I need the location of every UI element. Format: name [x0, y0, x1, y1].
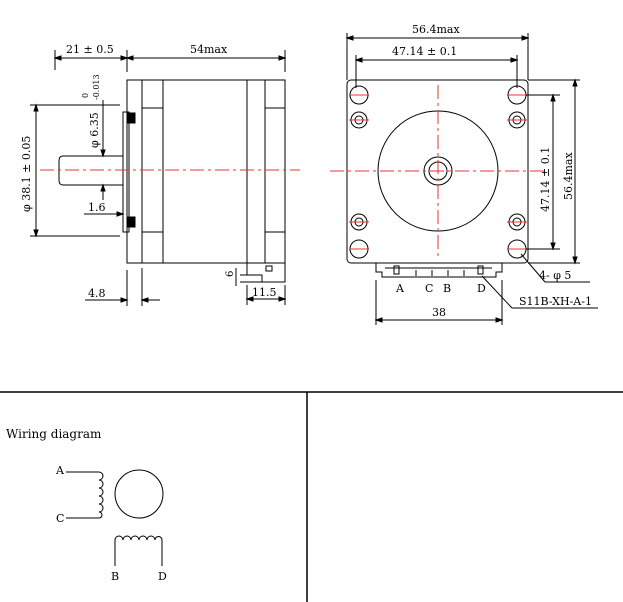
dim-shaft-tol-upper: 0	[81, 93, 90, 98]
lead-d: D	[158, 570, 167, 583]
dim-flange-thickness: 4.8	[88, 287, 106, 300]
hole-callout: 4- φ 5	[539, 269, 571, 282]
wiring-title: Wiring diagram	[6, 427, 102, 441]
dim-width: 56.4max	[412, 23, 460, 36]
connector-width: 38	[432, 306, 446, 319]
wiring-diagram	[66, 469, 164, 566]
dim-boss-diameter: φ 38.1 ± 0.05	[20, 136, 33, 212]
dim-shaft-diameter: φ 6.35	[88, 112, 101, 148]
dim-shaft-tol-lower: -0.013	[92, 74, 101, 100]
dim-connector-height: 6	[225, 271, 236, 277]
front-view	[330, 33, 598, 325]
bottom-panel-frame	[0, 391, 623, 602]
pin-label-b: B	[443, 282, 451, 295]
dim-flange-length: 21 ± 0.5	[66, 43, 114, 56]
dim-flat: 1.6	[88, 201, 106, 214]
pin-label-a: A	[395, 282, 405, 295]
dim-connector-offset: 11.5	[252, 286, 277, 299]
pin-label-c: C	[425, 282, 433, 295]
rotor-circle	[114, 469, 164, 519]
lead-c: C	[56, 512, 64, 525]
dim-height: 56.4max	[562, 152, 575, 200]
dim-body-length: 54max	[190, 43, 228, 56]
dim-hole-spacing-v: 47.14 ± 0.1	[539, 147, 552, 212]
connector-part: S11B-XH-A-1	[519, 295, 592, 308]
pin-label-d: D	[477, 282, 486, 295]
dim-hole-spacing-h: 47.14 ± 0.1	[392, 45, 457, 58]
lead-b: B	[111, 570, 119, 583]
side-view	[30, 50, 300, 306]
lead-a: A	[55, 464, 65, 477]
